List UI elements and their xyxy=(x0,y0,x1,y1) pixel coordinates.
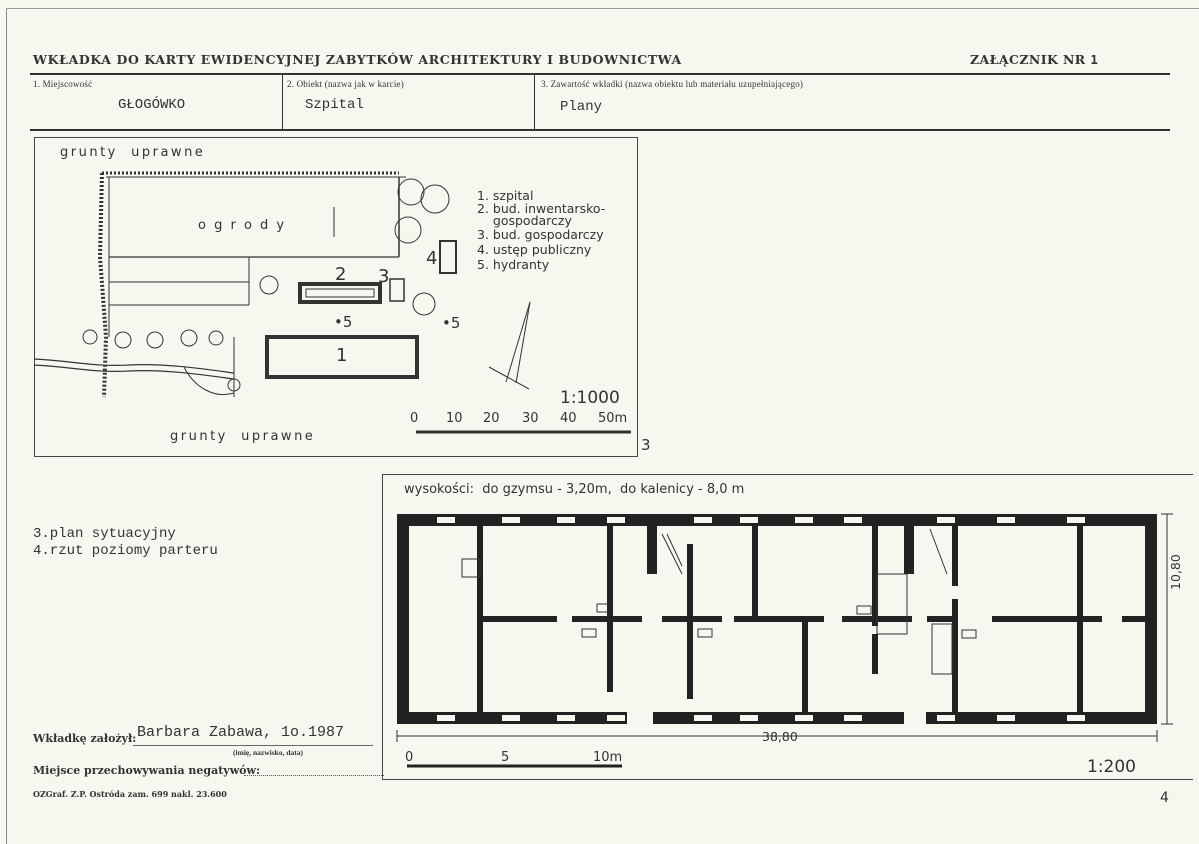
header-rule xyxy=(30,73,1170,75)
site-plan-top-label: grunty uprawne xyxy=(60,145,206,160)
scale-tick: 30 xyxy=(522,411,539,426)
storage-underline xyxy=(244,775,384,776)
content-label: 3. Zawartość wkładki (nazwa obiektu lub … xyxy=(541,79,804,89)
site-plan-scale: 1:1000 xyxy=(560,388,620,408)
floor-length-dimension: 38,80 xyxy=(762,729,798,744)
founded-value: Barbara Zabawa, 1o.1987 xyxy=(137,724,345,741)
building-1-label: 1 xyxy=(336,345,348,366)
attachment-number: 1 xyxy=(1090,52,1099,67)
field-divider-1 xyxy=(282,75,283,129)
gardens-label: o g r o d y xyxy=(198,218,287,233)
scale-tick: 5 xyxy=(501,750,510,765)
content-value: Plany xyxy=(560,99,603,115)
site-legend: 1. szpital 2. bud. inwentarsko- gospodar… xyxy=(477,188,605,272)
scale-tick: 0 xyxy=(410,411,419,426)
legend-item: 2. bud. inwentarsko- xyxy=(477,201,606,216)
floor-plan-scale: 1:200 xyxy=(1087,757,1136,777)
note-line-2: 4.rzut poziomy parteru xyxy=(33,543,218,559)
locality-value: GŁOGÓWKO xyxy=(118,97,186,113)
legend-item: 3. bud. gospodarczy xyxy=(477,227,604,242)
attachment-label: ZAŁĄCZNIK NR 1 xyxy=(970,52,1098,67)
legend-item: 5. hydranty xyxy=(477,257,550,272)
scale-tick: 20 xyxy=(483,411,500,426)
scale-tick: 40 xyxy=(560,411,577,426)
site-plan-panel-number: 3 xyxy=(641,436,651,454)
printer-note: OZGraf. Z.P. Ostróda zam. 699 nakl. 23.6… xyxy=(33,789,227,799)
floor-plan-drawing xyxy=(396,513,1173,768)
founded-label: Wkładkę założył: xyxy=(33,732,137,745)
object-label: 2. Obiekt (nazwa jak w karcie) xyxy=(287,79,404,89)
building-4-label: 4 xyxy=(426,248,438,269)
founded-hint: (imię, nazwisko, data) xyxy=(233,748,303,757)
scale-tick: 10 xyxy=(446,411,463,426)
note-line-1: 3.plan sytuacyjny xyxy=(33,526,176,542)
field-divider-2 xyxy=(534,75,535,129)
floor-plan-frame xyxy=(382,474,1193,780)
hydrant-label-1: •5 xyxy=(334,313,353,331)
floor-plan-heights: wysokości: do gzymsu - 3,20m, do kalenic… xyxy=(404,482,745,497)
page-border-top xyxy=(6,8,1199,9)
scale-tick: 0 xyxy=(405,750,414,765)
building-3-label: 3 xyxy=(378,266,390,287)
object-value: Szpital xyxy=(305,97,364,113)
site-plan-bottom-label: grunty uprawne xyxy=(170,429,316,444)
site-plan-frame xyxy=(34,137,638,457)
attachment-label-text: ZAŁĄCZNIK NR xyxy=(970,52,1086,67)
fields-bottom-rule xyxy=(30,129,1170,131)
storage-label: Miejsce przechowywania negatywów: xyxy=(33,764,261,777)
scale-tick: 50m xyxy=(598,411,628,426)
page-border-left xyxy=(6,8,7,844)
legend-item: 4. ustęp publiczny xyxy=(477,242,592,257)
hydrant-label-2: •5 xyxy=(442,314,461,332)
founded-underline xyxy=(133,745,373,746)
legend-item: 1. szpital xyxy=(477,188,534,203)
page-number: 4 xyxy=(1160,790,1169,806)
site-plan-drawing xyxy=(34,171,631,434)
locality-label: 1. Miejscowość xyxy=(33,79,93,89)
legend-item: gospodarczy xyxy=(477,213,572,228)
building-2-label: 2 xyxy=(335,264,347,285)
scale-tick: 10m xyxy=(593,750,623,765)
floor-width-dimension: 10,80 xyxy=(1168,554,1183,590)
form-title: WKŁADKA DO KARTY EWIDENCYJNEJ ZABYTKÓW A… xyxy=(33,52,682,67)
